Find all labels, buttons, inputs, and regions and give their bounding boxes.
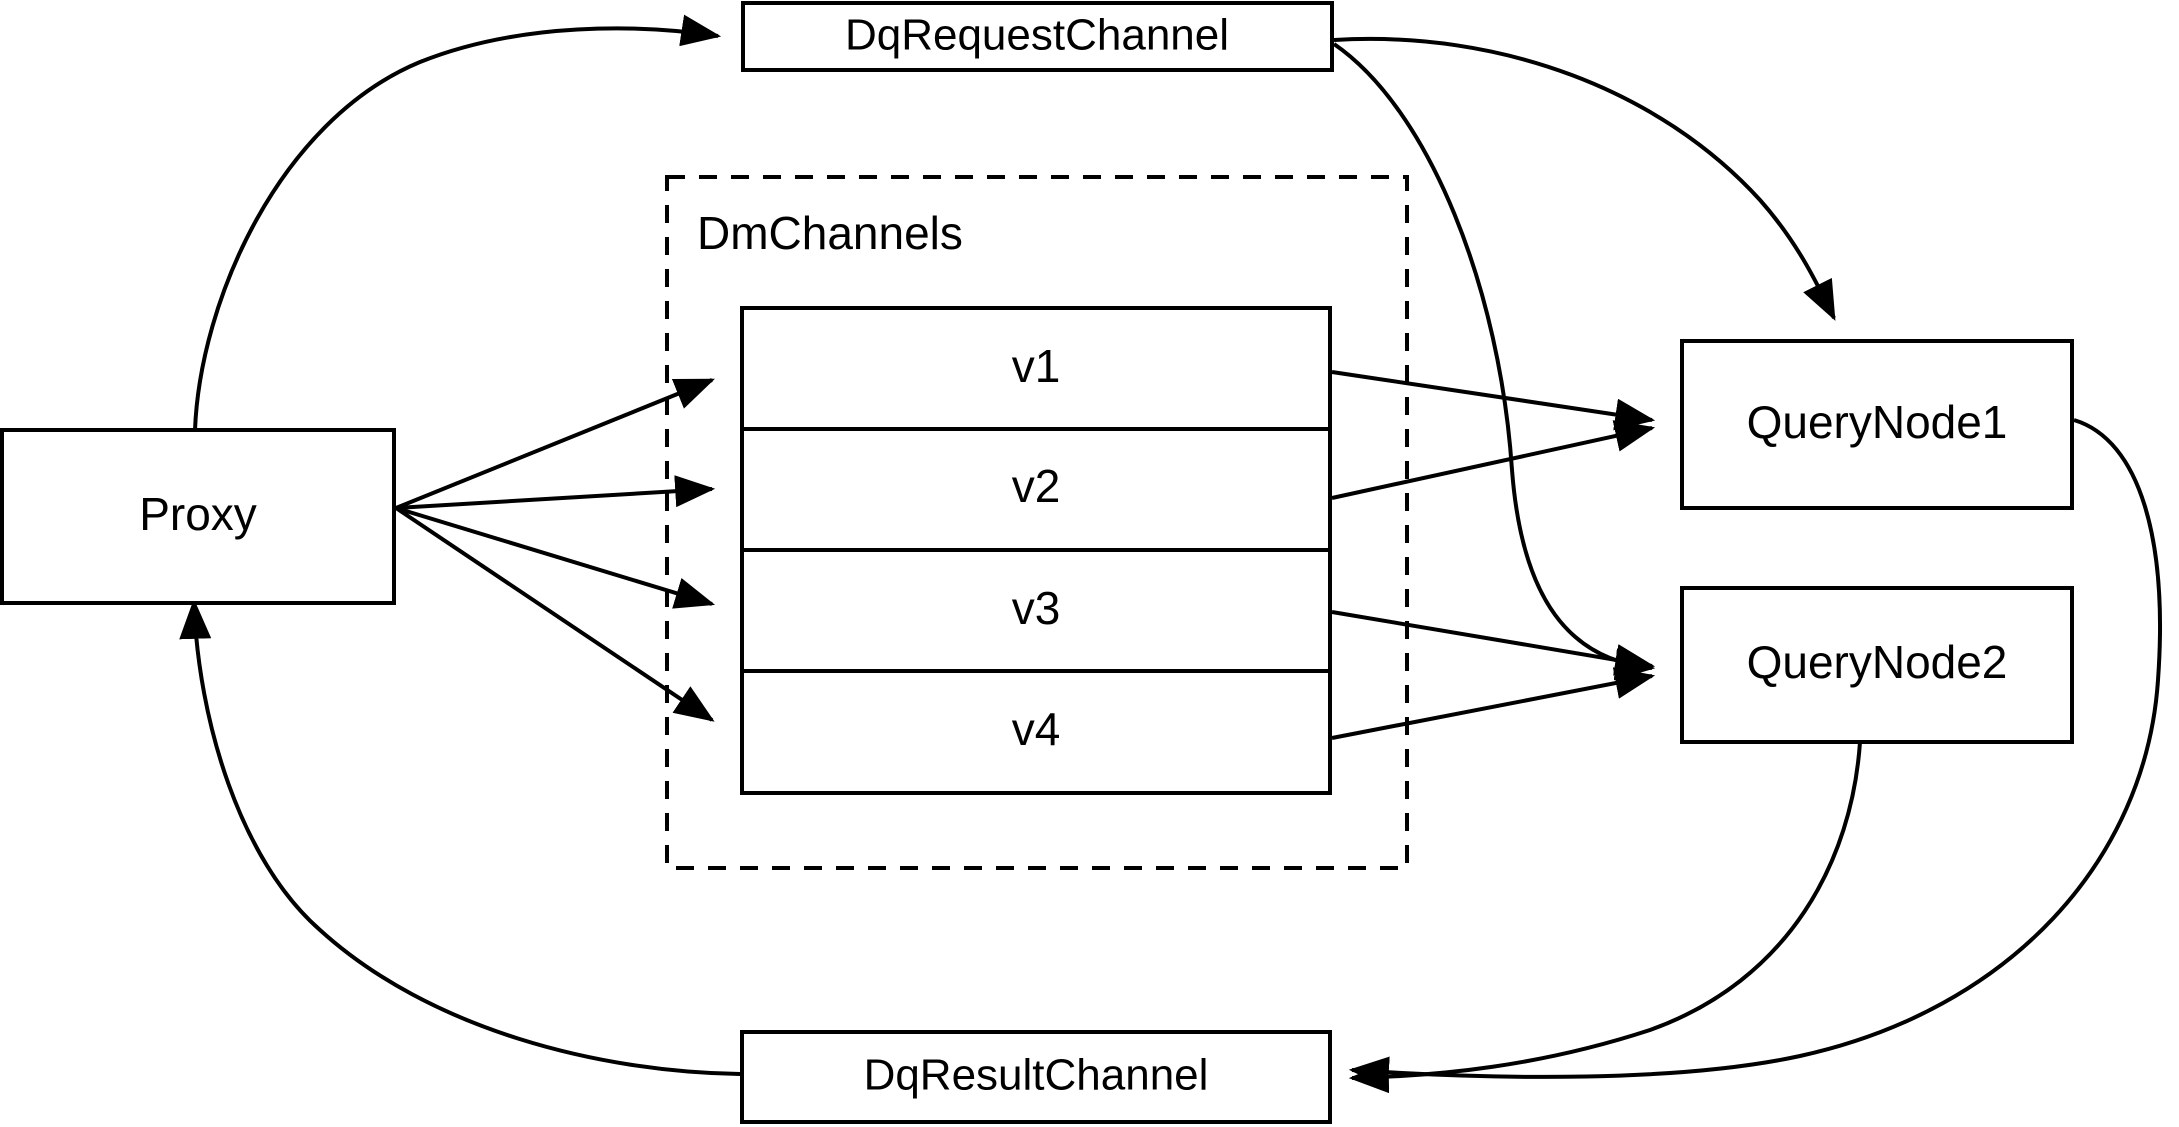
edge-dqrequestchannel-to-querynode2 <box>1332 42 1656 681</box>
querynode2-label: QueryNode2 <box>1747 636 2008 688</box>
edge-querynode2-to-dqresultchannel <box>1348 741 1862 1094</box>
channel-label-v3: v3 <box>1012 582 1061 634</box>
channel-label-v4: v4 <box>1012 703 1061 755</box>
edge-v4-to-querynode2 <box>1331 667 1656 740</box>
dmchannels-group-box <box>665 175 1409 870</box>
edge-querynode1-to-dqresultchannel <box>1348 418 2162 1089</box>
channel-label-v2: v2 <box>1012 460 1061 512</box>
edge-dqrequestchannel-to-querynode1 <box>1333 36 1836 321</box>
edge-proxy-to-v3 <box>395 506 716 609</box>
dqrequestchannel-label: DqRequestChannel <box>845 11 1229 60</box>
edge-v2-to-querynode1 <box>1331 420 1656 500</box>
dqresultchannel-box[interactable] <box>740 1030 1332 1124</box>
edge-proxy-to-v2 <box>395 475 716 510</box>
dmchannels-group-label: DmChannels <box>697 207 963 259</box>
dqrequestchannel-box[interactable] <box>741 1 1334 72</box>
querynode1-label: QueryNode1 <box>1747 396 2008 448</box>
proxy-label: Proxy <box>139 488 257 540</box>
querynode1-box[interactable] <box>1680 339 2074 510</box>
edge-dqresultchannel-to-proxy <box>179 598 741 1076</box>
edge-v1-to-querynode1 <box>1331 370 1656 431</box>
channel-label-v1: v1 <box>1012 340 1061 392</box>
edge-proxy-to-dqrequestchannel <box>193 14 722 431</box>
querynode2-box[interactable] <box>1680 586 2074 744</box>
proxy-box[interactable] <box>0 428 396 605</box>
edge-proxy-to-v4 <box>394 506 715 722</box>
edge-v3-to-querynode2 <box>1331 610 1656 676</box>
dqresultchannel-label: DqResultChannel <box>864 1051 1209 1100</box>
edge-proxy-to-v1 <box>395 378 715 510</box>
